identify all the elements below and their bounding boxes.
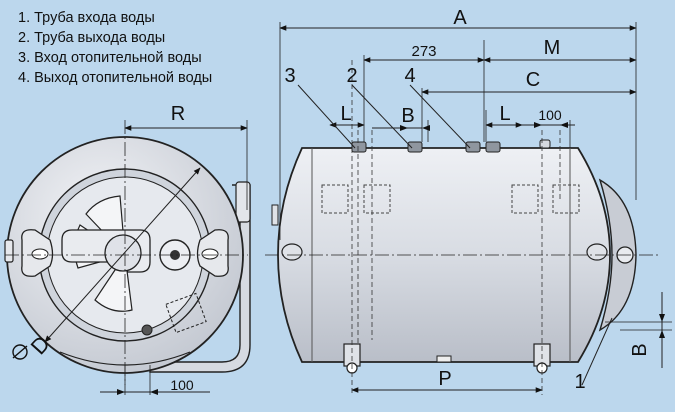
- mount-slots: [321, 184, 580, 214]
- dim-273-label: 273: [411, 43, 436, 60]
- dim-b-side-label: B: [629, 343, 651, 356]
- bracket-top: [235, 181, 251, 223]
- dim-100-bottom: 100: [170, 377, 194, 393]
- callout-3: 3: [284, 65, 295, 87]
- dim-a-label: A: [453, 7, 467, 29]
- legend-item-1: 1. Труба входа воды: [18, 10, 155, 26]
- side-view: R D 100: [4, 103, 251, 395]
- dim-100-top-label: 100: [538, 107, 562, 123]
- legend-item-3: 3. Вход отопительной воды: [18, 50, 202, 66]
- d-dimension-line: [44, 167, 201, 343]
- legend-item-2: 2. Труба выхода воды: [18, 30, 166, 46]
- legend: 1. Труба входа воды 2. Труба выхода воды…: [18, 8, 212, 88]
- extension-lines: [351, 60, 561, 395]
- top-pipes: [351, 139, 551, 153]
- dim-b-top-label: B: [401, 105, 414, 127]
- callout-2: 2: [346, 65, 357, 87]
- dim-b-top-arrows: [400, 125, 430, 131]
- dim-c-label: C: [526, 69, 540, 91]
- lug-left: [281, 243, 303, 261]
- dim-b-side-arrows: [659, 314, 665, 338]
- callout-1: 1: [574, 371, 585, 393]
- dim-m-label: M: [544, 37, 561, 59]
- dim-p-label: P: [438, 368, 451, 390]
- dim-l1-label: L: [340, 103, 351, 125]
- legend-item-4: 4. Выход отопительной воды: [18, 70, 213, 86]
- dim-l2-label: L: [499, 103, 510, 125]
- dim-100-top-arrows: [534, 122, 568, 128]
- callout-4: 4: [404, 65, 415, 87]
- callout-leaders: [297, 84, 613, 386]
- lug-right: [586, 243, 608, 261]
- b-side-extensions: [605, 321, 672, 331]
- feet: [343, 343, 551, 374]
- drain-plug: [141, 324, 153, 336]
- dim-r-label: R: [171, 103, 185, 125]
- front-view: A 273 M C L B L 100 3 2 4 1: [265, 7, 672, 395]
- front-fitting: [271, 204, 279, 226]
